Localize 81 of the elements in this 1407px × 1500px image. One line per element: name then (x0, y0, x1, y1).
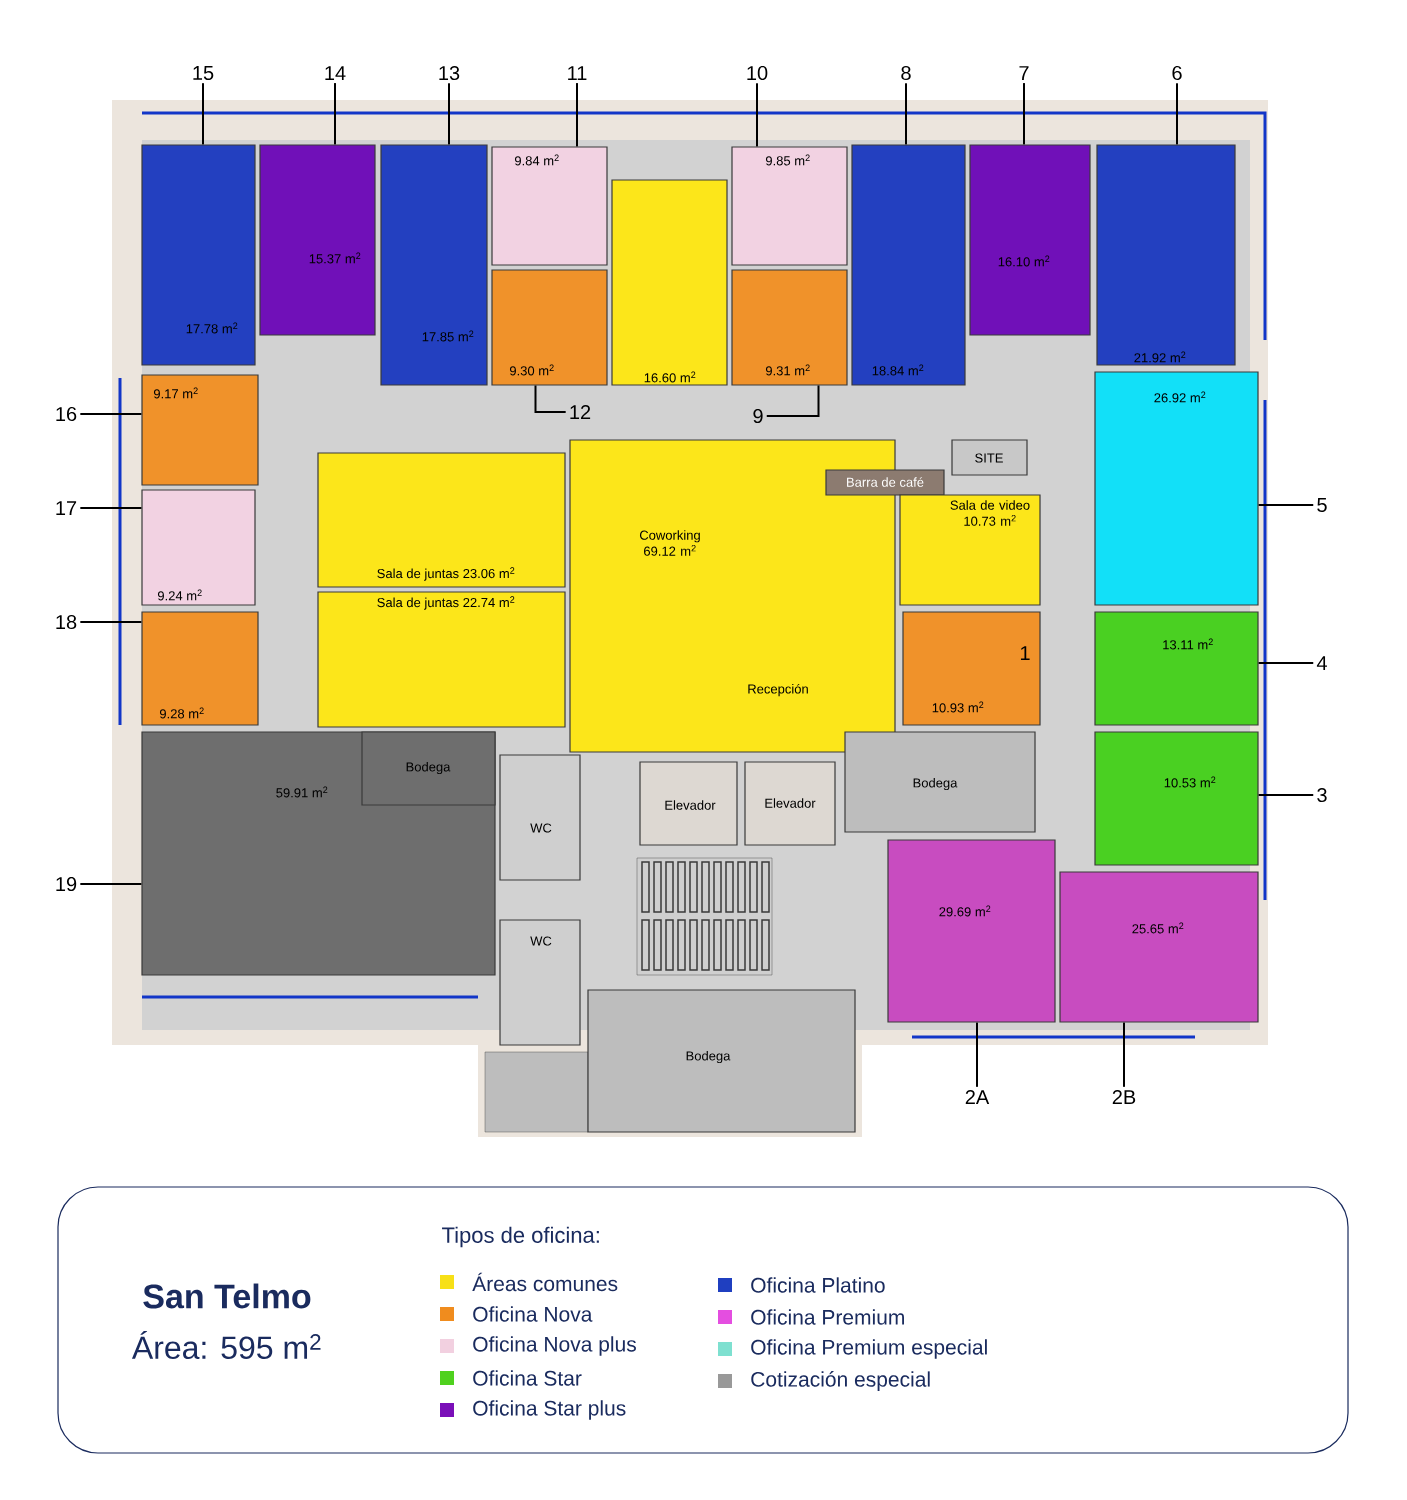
area-total: Área: 595 m$^{2}$ (131, 1331, 321, 1360)
callout-number: 15 (193, 66, 214, 80)
callout-number: 6 (1172, 65, 1182, 81)
leader-line (334, 82, 336, 146)
elevator: Elevador (639, 761, 738, 846)
callout-number: 2B (1112, 1090, 1136, 1104)
callout-number: 19 (56, 876, 77, 892)
site-room: SITE (951, 439, 1028, 476)
leader-line (1257, 504, 1315, 506)
office-room: 10.53 m$^{2}$ (1094, 731, 1259, 866)
restroom: WC (499, 754, 581, 881)
callout-number: 4 (1316, 656, 1327, 670)
elevator: Elevador (744, 761, 836, 846)
leader-line (79, 413, 143, 415)
room-number: 1 (1020, 646, 1030, 660)
office-room: 9.85 m$^{2}$ (731, 146, 848, 266)
legend-heading: Tipos de oficina: (442, 1226, 599, 1248)
coffee-bar: Barra de café (825, 469, 945, 496)
meeting-room: Sala de juntas 23.06 m$^{2}$ (317, 452, 566, 588)
legend-label: Oficina Nova (473, 1306, 593, 1322)
callout-number: 12 (570, 405, 591, 419)
callout-number: 16 (56, 406, 77, 422)
leader-line (534, 384, 567, 413)
office-room: 9.28 m$^{2}$ (141, 611, 259, 726)
callout-number: 13 (439, 65, 460, 81)
coworking-area: 16.60 m$^{2}$ (611, 179, 728, 386)
leader-line (976, 1021, 978, 1088)
legend-label: Oficina Nova plus (473, 1336, 636, 1356)
leader-line (1257, 794, 1315, 796)
office-room: 29.69 m$^{2}$ (887, 839, 1056, 1023)
office-room: 9.31 m$^{2}$ (731, 269, 848, 386)
restroom: WC (499, 919, 581, 1046)
office-room: 15.37 m$^{2}$ (259, 144, 376, 336)
office-room: 13.11 m$^{2}$ (1094, 611, 1259, 726)
legend-label: Áreas comunes (472, 1272, 618, 1292)
callout-number: 3 (1317, 787, 1327, 803)
office-room: 17.85 m$^{2}$ (380, 144, 488, 386)
legend-label: Oficina Star (473, 1370, 582, 1386)
office-room: 9.30 m$^{2}$ (491, 269, 608, 386)
storage-room: Bodega (844, 731, 1036, 833)
office-room: 9.24 m$^{2}$ (141, 489, 256, 606)
meeting-room: Sala de juntas 22.74 m$^{2}$ (317, 591, 566, 728)
leader-line (79, 883, 143, 885)
office-room: 21.92 m$^{2}$ (1096, 144, 1236, 366)
callout-number: 17 (56, 501, 77, 515)
leader-line (448, 82, 450, 146)
callout-number: 18 (56, 614, 77, 630)
callout-number: 11 (568, 66, 587, 80)
office-room: 9.84 m$^{2}$ (491, 146, 608, 266)
legend-label: Oficina Platino (751, 1277, 885, 1293)
callout-number: 2A (965, 1090, 990, 1104)
leader-line (79, 621, 143, 623)
office-room: 26.92 m$^{2}$ (1094, 371, 1259, 606)
legend-label: Oficina Star plus (473, 1400, 626, 1420)
leader-line (1257, 662, 1315, 664)
leader-line (79, 507, 143, 509)
office-room: 25.65 m$^{2}$ (1059, 871, 1259, 1023)
office-room: 16.10 m$^{2}$ (969, 144, 1091, 336)
leader-line (765, 384, 820, 417)
callout-number: 5 (1317, 498, 1327, 512)
title: San Telmo (143, 1283, 311, 1309)
video-room: Sala de video 10.73 m$^{2}$ (899, 494, 1041, 606)
leader-line (576, 82, 578, 148)
leader-line (1123, 1021, 1125, 1088)
legend-label: Cotización especial (751, 1371, 930, 1391)
leader-line (1023, 82, 1025, 146)
leader-line (756, 82, 758, 148)
callout-number: 9 (753, 408, 763, 424)
callout-number: 7 (1019, 66, 1029, 80)
office-room: 18.84 m$^{2}$ (851, 144, 966, 386)
leader-line (1176, 82, 1178, 146)
callout-number: 8 (901, 65, 911, 81)
leader-line (202, 82, 204, 146)
office-room: 9.17 m$^{2}$ (141, 374, 259, 486)
office-room: 17.78 m$^{2}$ (141, 144, 256, 366)
callout-number: 14 (325, 66, 346, 80)
legend-label: Oficina Premium (751, 1309, 904, 1325)
legend-label: Oficina Premium especial (751, 1339, 987, 1359)
leader-line (905, 82, 907, 146)
storage-room: Bodega (361, 731, 496, 806)
callout-number: 10 (747, 65, 768, 81)
